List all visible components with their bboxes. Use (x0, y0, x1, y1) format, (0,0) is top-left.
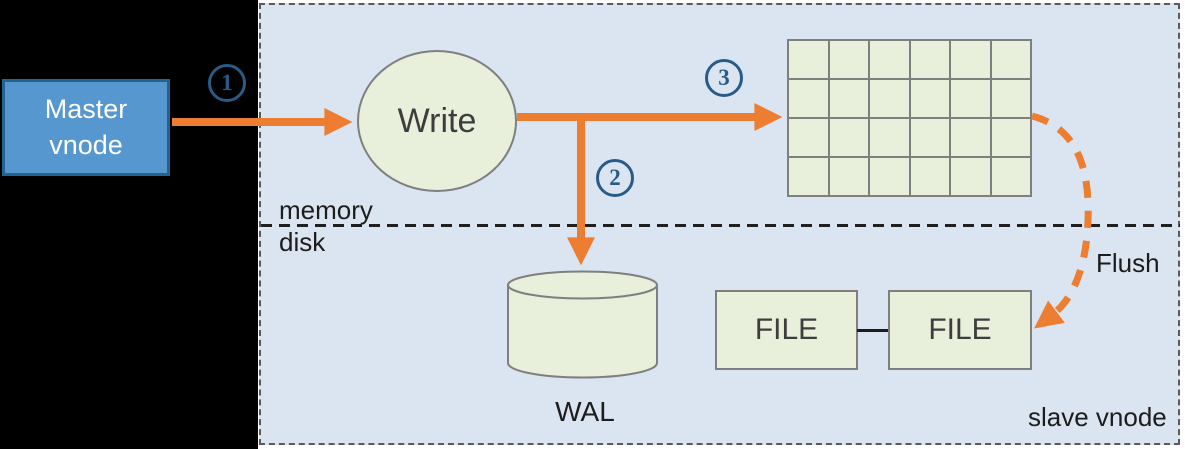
file-box-2: FILE (888, 290, 1032, 370)
file-label: FILE (928, 313, 992, 346)
write-label: Write (397, 101, 477, 140)
file-label: FILE (754, 313, 819, 346)
memtable-cell (829, 119, 868, 156)
memtable-cell (910, 119, 949, 156)
memtable-cell (991, 41, 1030, 78)
memtable-cell (910, 158, 949, 195)
slave-vnode-label: slave vnode (1028, 402, 1167, 432)
memtable-cell (910, 80, 949, 117)
master-vnode-label: Master vnode (44, 93, 128, 160)
memory-label: memory (279, 195, 373, 225)
memtable-cell (829, 80, 868, 117)
memtable-cell (870, 119, 909, 156)
file-box-1: FILE (715, 290, 858, 370)
memtable-cell (789, 119, 828, 156)
write-node: Write (357, 50, 517, 192)
memtable-cell (789, 158, 828, 195)
disk-label: disk (279, 227, 326, 257)
memtable-cell (870, 158, 909, 195)
memtable-cell (951, 158, 990, 195)
memtable-cell (991, 119, 1030, 156)
master-vnode-box: Master vnode (2, 79, 170, 176)
memory-disk-divider (261, 224, 1180, 227)
memtable-cell (951, 80, 990, 117)
memtable-cell (991, 158, 1030, 195)
memtable-cell (951, 41, 990, 78)
memtable-cell (789, 41, 828, 78)
memtable-cell (870, 80, 909, 117)
wal-label: WAL (555, 396, 615, 427)
step-badge-1: 1 (208, 64, 246, 102)
memtable-cell (991, 80, 1030, 117)
memtable-cell (789, 80, 828, 117)
step-badge-2: 2 (596, 159, 634, 197)
memtable-cell (870, 41, 909, 78)
memtable-cell (829, 158, 868, 195)
step-badge-3: 3 (705, 59, 743, 97)
file-connector-line (857, 329, 889, 332)
memtable-cell (951, 119, 990, 156)
flush-label: Flush (1096, 248, 1160, 278)
memtable-cell (910, 41, 949, 78)
memtable-cell (829, 41, 868, 78)
memtable-grid (787, 39, 1032, 197)
